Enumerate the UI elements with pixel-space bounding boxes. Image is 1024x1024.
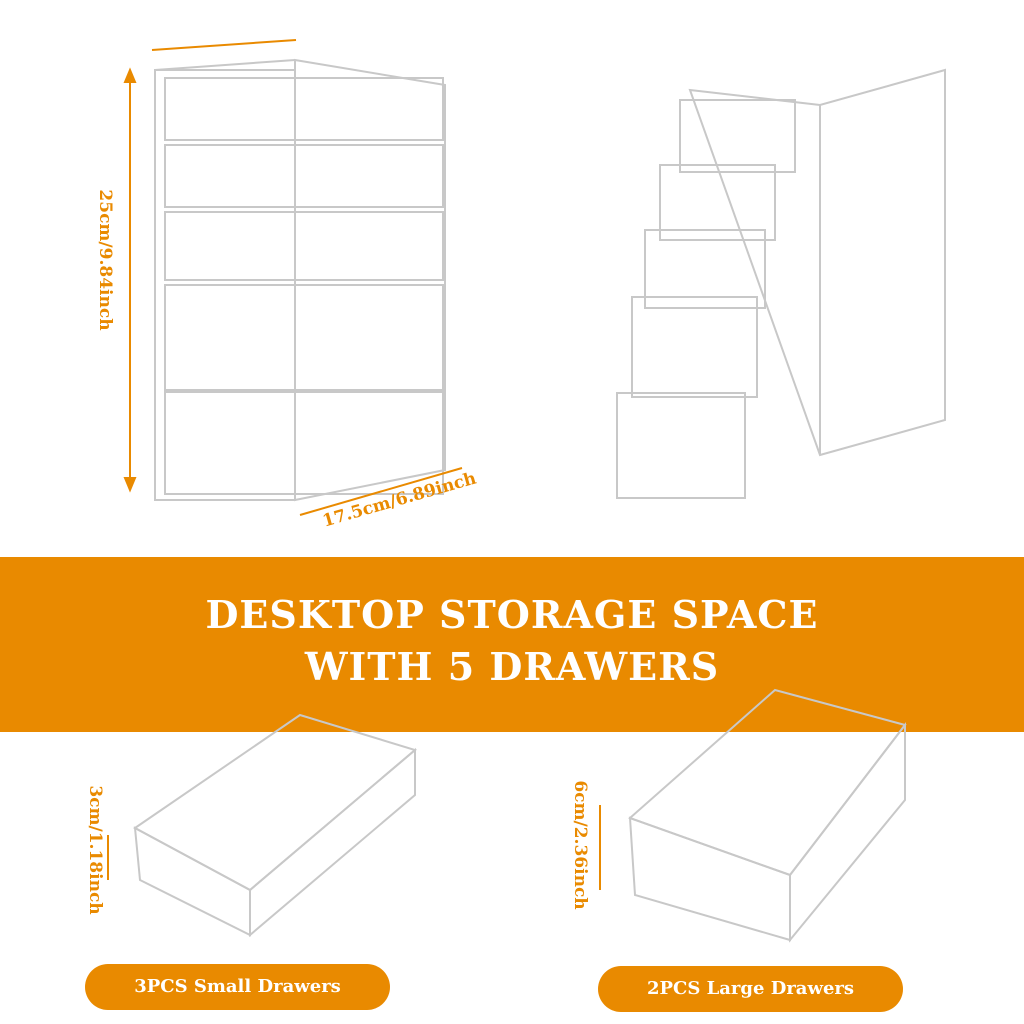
small-drawer [133, 713, 418, 938]
dimension-arrows [123, 39, 463, 516]
banner-title-line2: WITH 5 DRAWERS [304, 644, 720, 689]
large-drawer [628, 688, 907, 943]
small-drawers-label: 3PCS Small Drawers [85, 964, 390, 1010]
front-view-organizer [154, 58, 446, 502]
height-dimension-label: 25cm/9.84inch [95, 189, 115, 331]
large-drawer-height-label: 6cm/2.36inch [570, 780, 590, 910]
small-drawer-height-label: 3cm/1.18inch [85, 785, 105, 915]
open-drawers-view [616, 68, 946, 499]
large-drawers-label: 2PCS Large Drawers [598, 966, 903, 1012]
title-banner [0, 557, 1024, 732]
banner-title-line1: DESKTOP STORAGE SPACE [205, 592, 819, 637]
